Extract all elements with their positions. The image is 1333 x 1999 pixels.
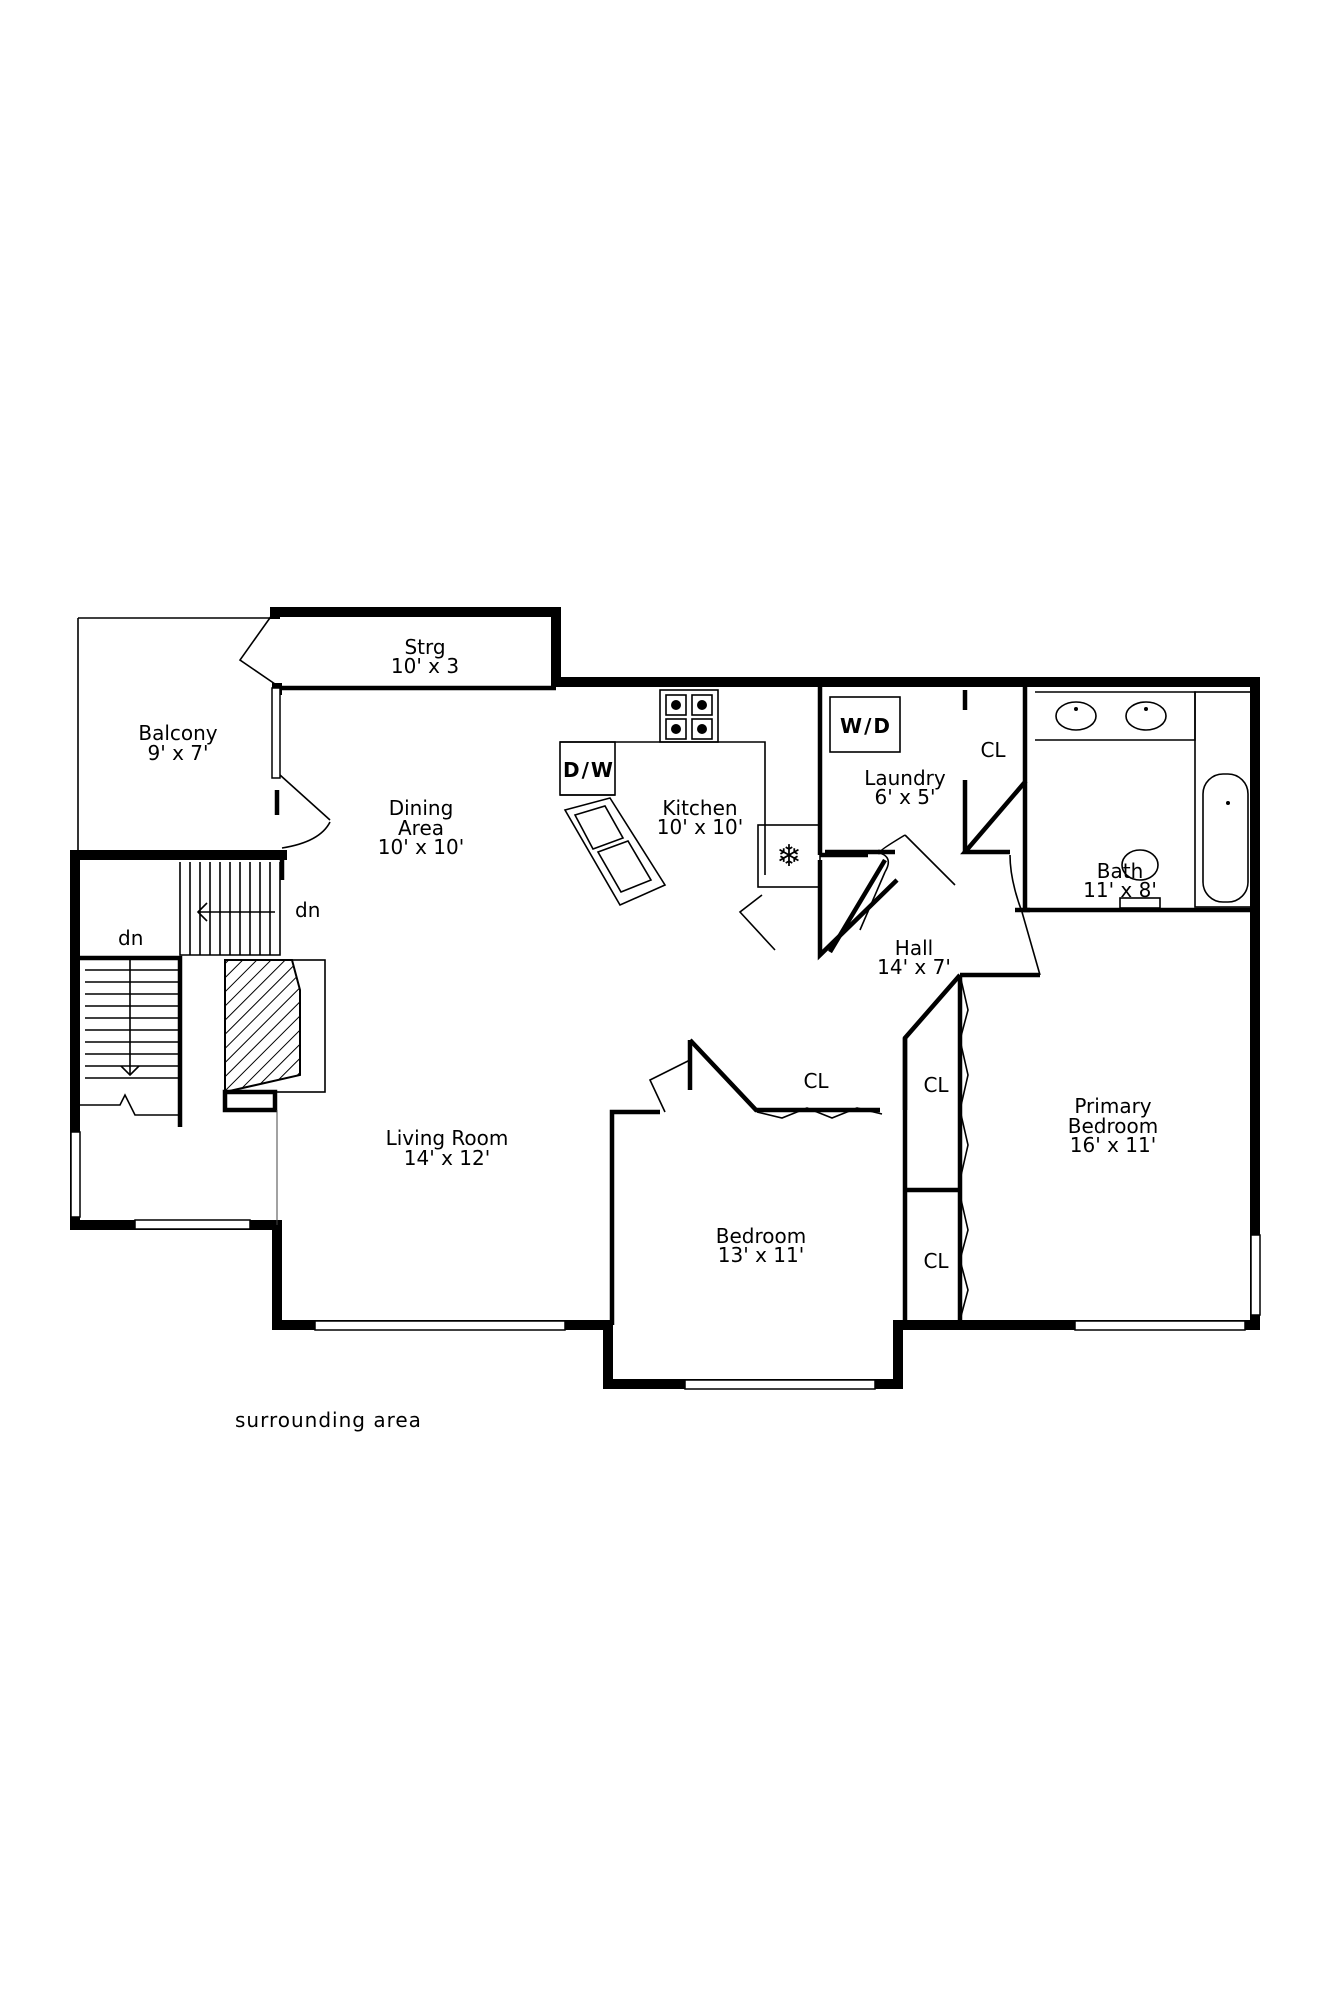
window (271, 687, 281, 779)
stair-label-upper: dn (295, 898, 320, 922)
stair-label-lower: dn (118, 926, 143, 950)
primary-label-line2: Bedroom (1068, 1114, 1158, 1138)
bath-sink-icon (1055, 701, 1167, 731)
bath-fixtures (1035, 691, 1254, 909)
bath-size: 11' x 8' (1083, 878, 1157, 902)
window (134, 1219, 251, 1230)
living-size: 14' x 12' (404, 1146, 490, 1170)
washer-dryer-label: W/D (840, 714, 892, 738)
primary-size: 16' x 11' (1070, 1133, 1156, 1157)
refrigerator-icon: ❄ (757, 824, 821, 888)
surrounding-area-note: surrounding area (235, 1408, 422, 1432)
window (1250, 1234, 1261, 1316)
kitchen-label: Kitchen (662, 796, 737, 820)
storage-label: Strg (404, 635, 445, 659)
kitchen-size: 10' x 10' (657, 815, 743, 839)
hall-size: 14' x 7' (877, 955, 951, 979)
fixture-labels: W/D D/W CL CL CL CL (563, 714, 1006, 1273)
bedroom-label: Bedroom (716, 1224, 806, 1248)
doors (238, 614, 1041, 1113)
window (70, 1131, 81, 1218)
stairs (80, 862, 326, 1225)
balcony-label: Balcony (138, 721, 217, 745)
burner-icon (665, 694, 713, 740)
storage-size: 10' x 3 (391, 654, 459, 678)
stair-labels: dn dn (118, 898, 320, 950)
laundry-label: Laundry (864, 766, 946, 790)
snowflake-icon: ❄ (776, 839, 801, 874)
window (314, 1320, 566, 1331)
room-labels: Strg 10' x 3 Balcony 9' x 7' Dining Area… (138, 635, 1158, 1267)
bedroom-size: 13' x 11' (718, 1243, 804, 1267)
closet-label-hall-upper: CL (923, 1073, 949, 1097)
windows (70, 687, 1261, 1390)
hall-label: Hall (895, 936, 933, 960)
primary-label-line1: Primary (1074, 1094, 1151, 1118)
sink-icon (563, 797, 667, 907)
dishwasher (559, 741, 616, 796)
fireplace-icon (222, 959, 326, 1113)
cooktop (659, 689, 719, 743)
closet-label-hall-lower: CL (923, 1249, 949, 1273)
washer-dryer (829, 696, 901, 753)
toilet-icon (1119, 849, 1161, 909)
dishwasher-label: D/W (563, 758, 615, 782)
closet-doors (756, 974, 969, 1321)
bath-label: Bath (1097, 859, 1144, 883)
closet-label-laundry: CL (980, 738, 1006, 762)
window (684, 1379, 876, 1390)
lower-stair-treads (80, 955, 183, 1127)
dining-label-line1: Dining (389, 796, 454, 820)
laundry-size: 6' x 5' (875, 785, 936, 809)
bathtub-icon (1194, 691, 1254, 908)
dining-size: 10' x 10' (378, 835, 464, 859)
kitchen-fixtures: ❄ (559, 689, 901, 907)
closet-label-bedroom: CL (803, 1069, 829, 1093)
balcony-size: 9' x 7' (148, 741, 209, 765)
interior-walls (274, 686, 1255, 1325)
window (1074, 1320, 1246, 1331)
upper-stair-treads (179, 862, 281, 956)
living-label: Living Room (386, 1126, 509, 1150)
balcony-outline (77, 617, 282, 853)
dining-label-line2: Area (398, 816, 444, 840)
